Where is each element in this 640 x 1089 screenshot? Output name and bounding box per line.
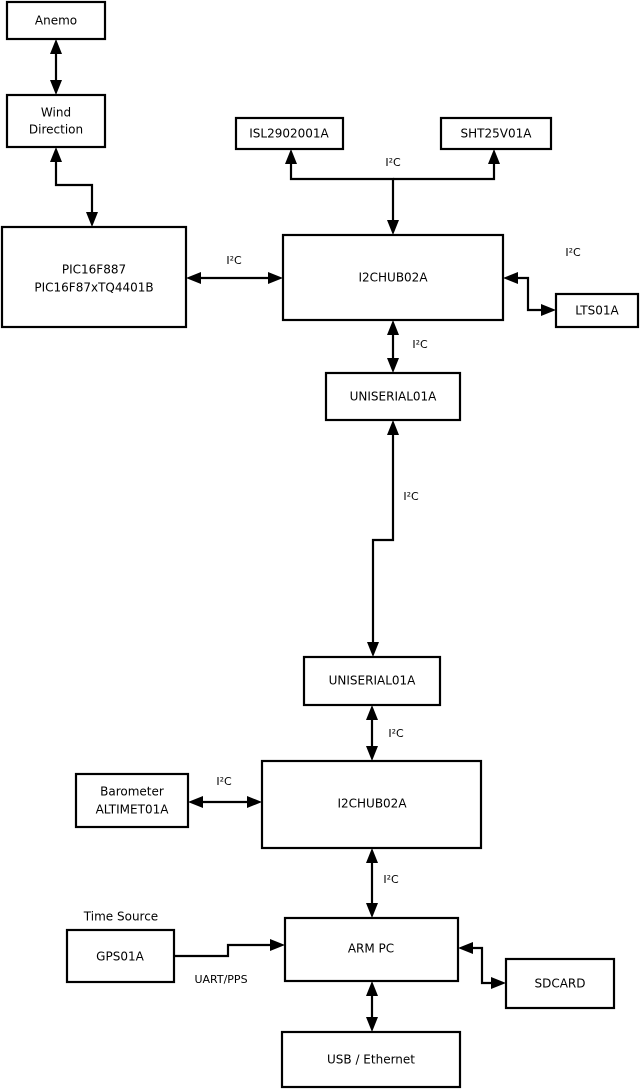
connector-layer <box>50 39 556 1032</box>
edge-label-pic-hub: I²C <box>226 254 242 267</box>
node-barometer-label: Barometer <box>100 785 164 799</box>
node-gps01a-label: GPS01A <box>96 950 144 964</box>
connector-hubbottom-armpc <box>366 848 378 918</box>
edge-label-hubbottom-armpc: I²C <box>383 873 399 886</box>
node-usb-ethernet-label: USB / Ethernet <box>327 1053 415 1067</box>
node-gps01a[interactable]: GPS01A <box>65 928 176 984</box>
node-arm-pc-label: ARM PC <box>348 942 394 956</box>
node-sht25v01a[interactable]: SHT25V01A <box>439 116 553 151</box>
connector-gps-armpc <box>174 939 285 958</box>
node-anemo-label: Anemo <box>35 14 77 28</box>
connector-pic-wind <box>50 147 98 227</box>
node-sdcard-label: SDCARD <box>534 977 585 991</box>
edge-label-isl-sht-bus: I²C <box>385 156 401 169</box>
node-uniserial01a-top[interactable]: UNISERIAL01A <box>324 371 462 422</box>
node-wind-direction[interactable]: Wind Direction <box>5 93 107 149</box>
node-i2chub02a-top[interactable]: I2CHUB02A <box>281 233 505 322</box>
connector-anemo-wind <box>50 39 62 95</box>
connector-barometer-hubbottom <box>188 796 262 808</box>
connector-hubtop-sensors <box>285 149 500 235</box>
edge-label-uni-hubbottom: I²C <box>388 727 404 740</box>
node-wind-direction-label: Wind <box>41 106 71 120</box>
node-isl2902001a-label: ISL2902001A <box>249 127 329 141</box>
node-uniserial01a-top-label: UNISERIAL01A <box>350 390 438 404</box>
edge-label-hub-lts: I²C <box>565 246 581 259</box>
node-lts01a-label: LTS01A <box>575 304 619 318</box>
node-pic-label2: PIC16F87xTQ4401B <box>34 281 153 295</box>
node-sht25v01a-label: SHT25V01A <box>461 127 533 141</box>
node-pic-label: PIC16F887 <box>62 263 126 277</box>
connector-hubtop-unitop <box>387 320 399 373</box>
connector-hubtop-lts <box>503 272 556 316</box>
node-i2chub02a-bottom[interactable]: I2CHUB02A <box>260 759 483 850</box>
edge-label-hub-uni: I²C <box>412 338 428 351</box>
node-pic-microcontroller[interactable]: PIC16F887 PIC16F87xTQ4401B <box>0 225 188 329</box>
connector-unitop-unibottom <box>367 420 399 657</box>
connector-armpc-sdcard <box>458 942 506 989</box>
node-wind-direction-label2: Direction <box>29 123 83 137</box>
node-arm-pc[interactable]: ARM PC <box>283 916 460 983</box>
connector-armpc-usbethernet <box>366 981 378 1032</box>
edge-label-uni-uni: I²C <box>403 490 419 503</box>
node-i2chub02a-bottom-label: I2CHUB02A <box>337 797 407 811</box>
edge-label-barometer-hubbottom: I²C <box>216 775 232 788</box>
edge-label-gps-armpc: UART/PPS <box>194 973 247 986</box>
node-anemo[interactable]: Anemo <box>5 0 107 41</box>
node-sdcard[interactable]: SDCARD <box>504 957 616 1010</box>
node-uniserial01a-bottom[interactable]: UNISERIAL01A <box>302 655 442 707</box>
node-lts01a[interactable]: LTS01A <box>554 292 640 329</box>
connector-pic-hubtop <box>186 272 283 284</box>
node-isl2902001a[interactable]: ISL2902001A <box>234 116 345 151</box>
node-usb-ethernet[interactable]: USB / Ethernet <box>280 1030 462 1089</box>
node-i2chub02a-top-label: I2CHUB02A <box>358 271 428 285</box>
connector-unibottom-hubbottom <box>366 705 378 761</box>
node-barometer[interactable]: Barometer ALTIMET01A <box>74 772 190 829</box>
node-barometer-label2: ALTIMET01A <box>96 803 170 817</box>
time-source-label: Time Source <box>83 910 158 924</box>
node-uniserial01a-bottom-label: UNISERIAL01A <box>329 674 417 688</box>
